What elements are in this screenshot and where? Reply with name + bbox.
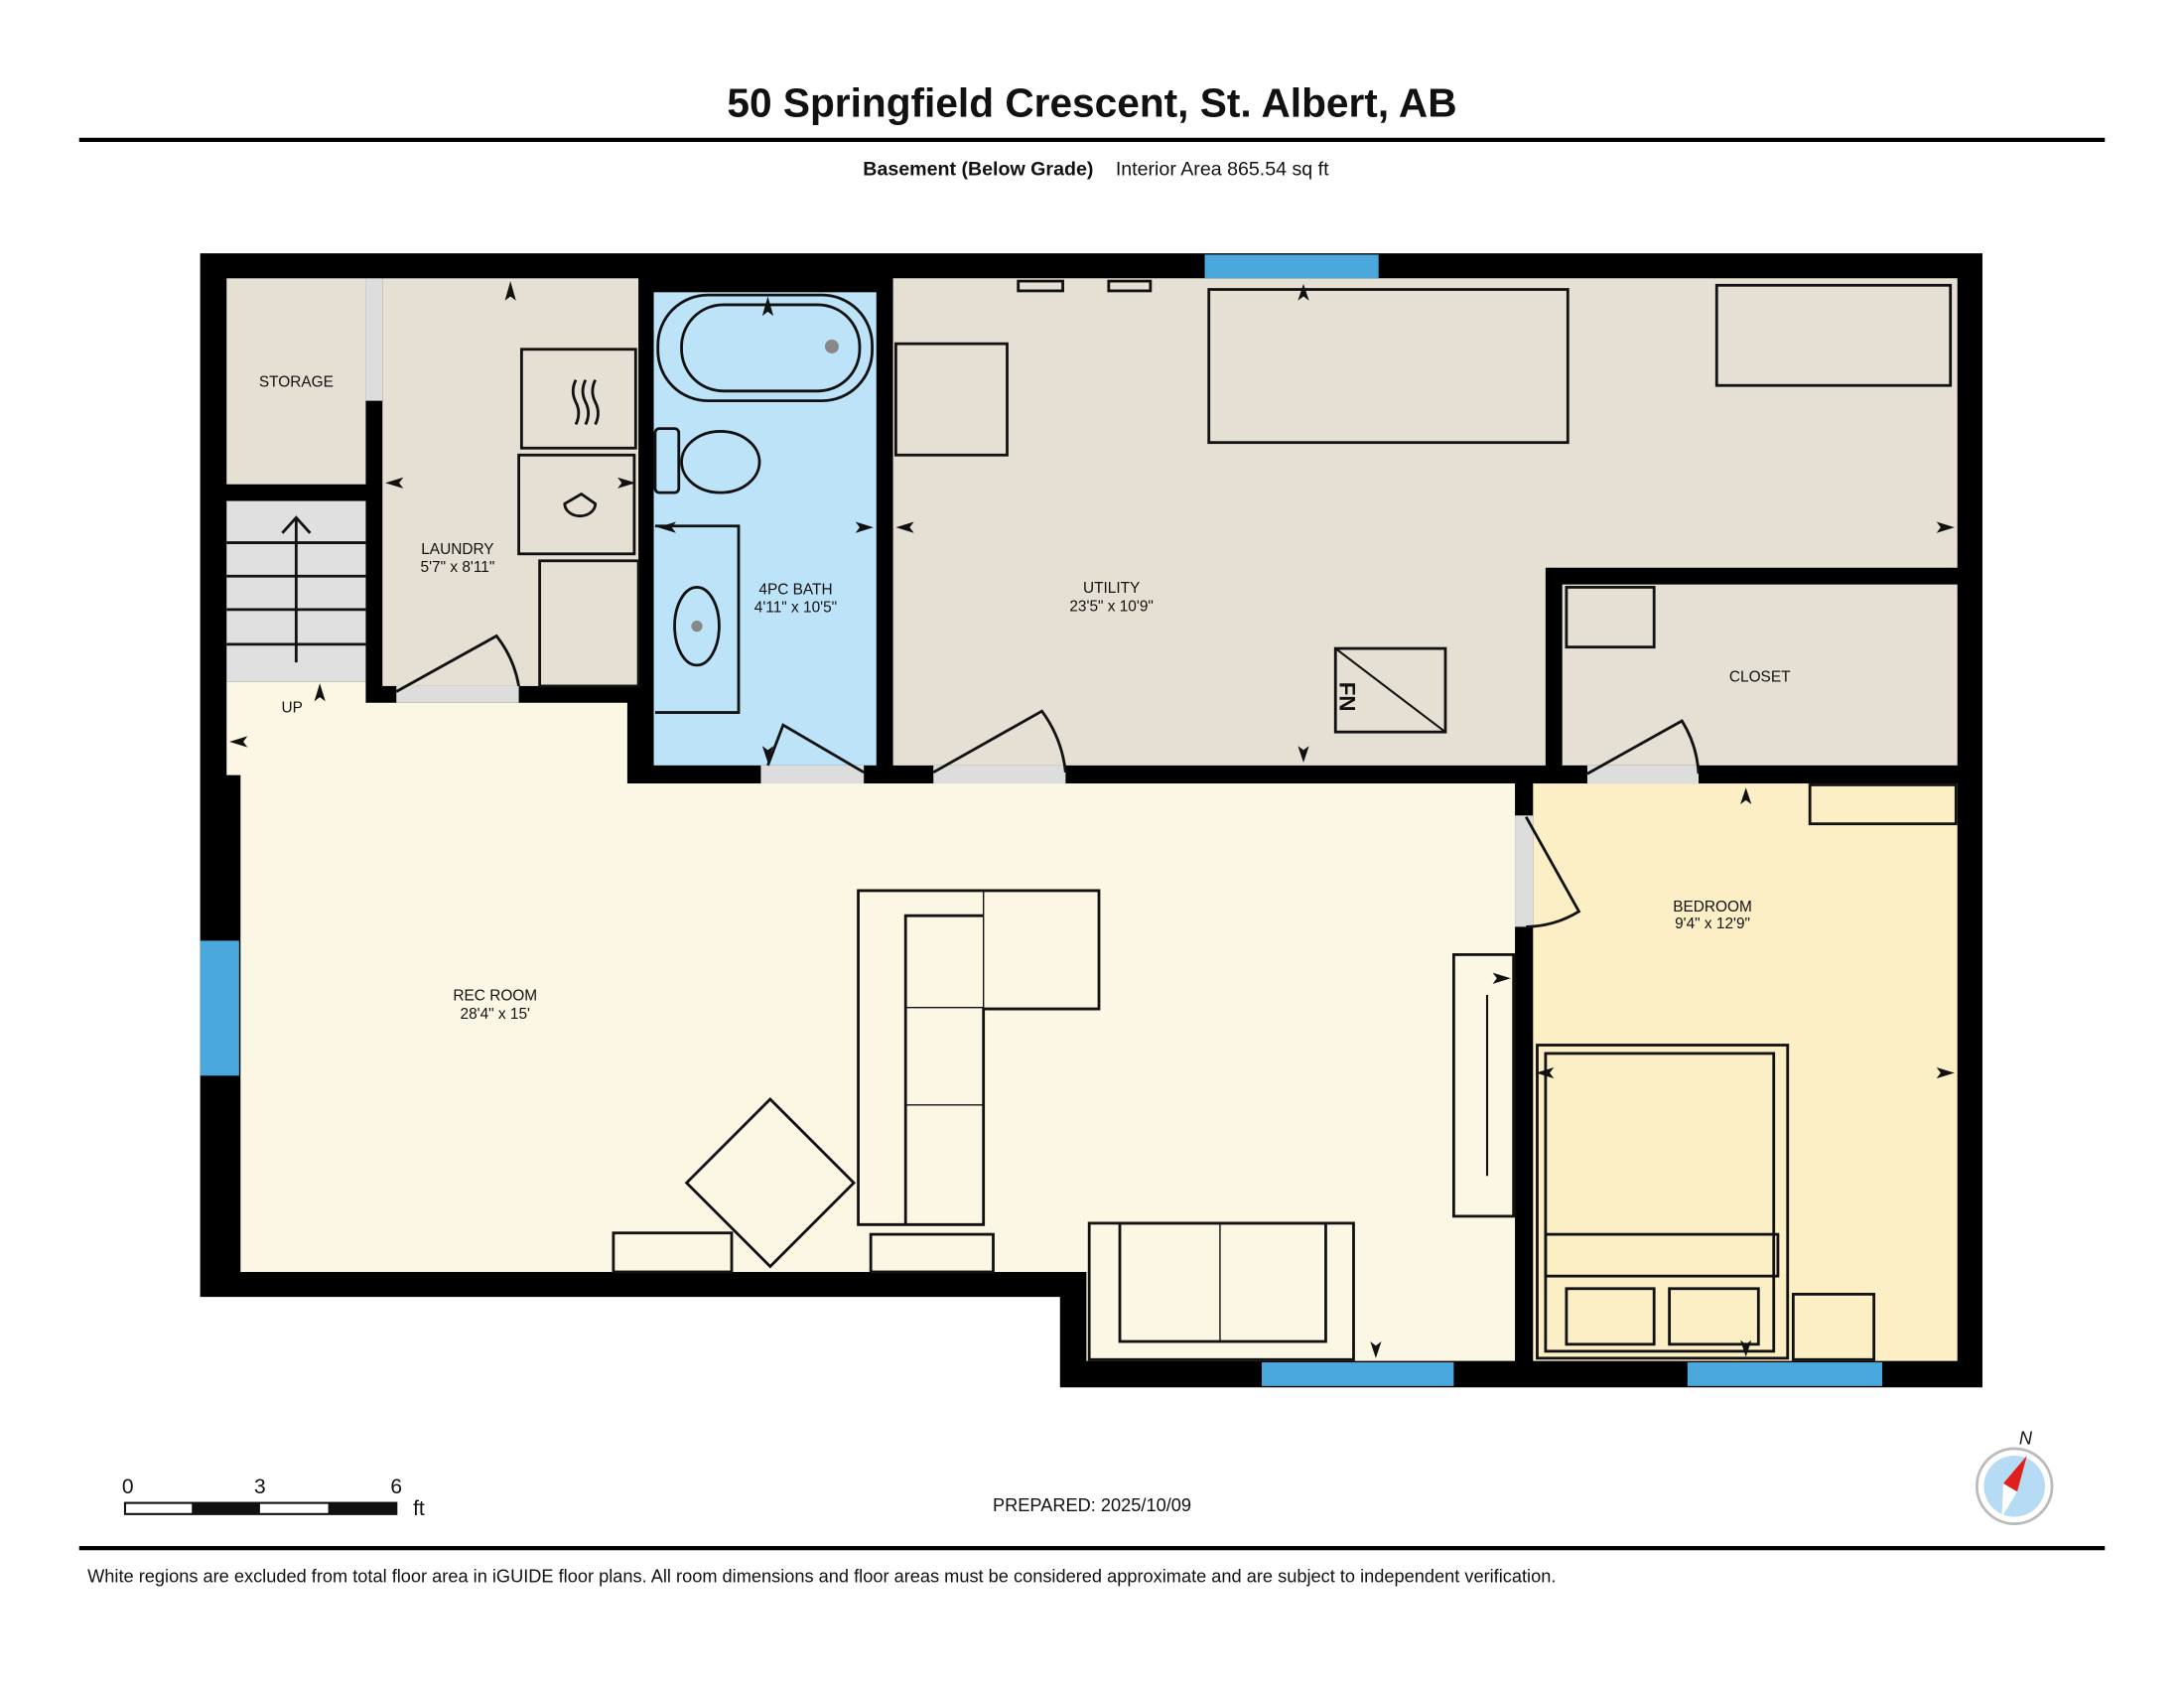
prepared-date: PREPARED: 2025/10/09 — [993, 1495, 1191, 1515]
utility-door-gap — [933, 765, 1066, 784]
room-closet — [1562, 584, 1958, 766]
room-label-closet: CLOSET — [1729, 669, 1791, 686]
stairs-up-label: UP — [281, 700, 302, 717]
dimension-arrows — [229, 281, 1955, 1358]
room-bedroom — [1533, 783, 1958, 1361]
level-label: Basement (Below Grade) — [863, 159, 1093, 181]
compass-icon: N — [1975, 1429, 2054, 1526]
compass-north-label: N — [2019, 1429, 2033, 1449]
sofa — [1087, 1221, 1355, 1361]
laundry-door-gap — [396, 685, 519, 703]
nightstand — [1791, 1292, 1876, 1361]
furnace: FN — [1333, 646, 1447, 734]
room-dims-rec: 28'4" x 15' — [461, 1006, 531, 1023]
room-label-bedroom: BEDROOM — [1673, 899, 1752, 915]
scale-tick-0: 0 — [122, 1476, 134, 1498]
bath-door-gap — [760, 765, 865, 784]
windows — [200, 254, 1883, 1386]
furnace-label: FN — [1334, 682, 1359, 712]
toilet — [653, 427, 761, 494]
room-dims-bedroom: 9'4" x 12'9" — [1675, 915, 1750, 932]
bathtub — [656, 293, 874, 403]
header-divider — [78, 137, 2106, 142]
side-table-2 — [869, 1232, 995, 1274]
room-laundry — [382, 278, 639, 686]
closet-door-gap — [1586, 765, 1700, 784]
room-4pc-bath — [653, 292, 877, 766]
scale-tick-3: 3 — [254, 1476, 266, 1498]
utility-shelf-1 — [1207, 288, 1570, 445]
room-label-utility: UTILITY — [1083, 580, 1140, 597]
armchair — [684, 1097, 857, 1269]
bedroom-door-gap — [1515, 815, 1534, 927]
dryer — [519, 348, 637, 450]
room-rec-room — [226, 681, 1516, 1361]
sectional-sofa — [857, 889, 1101, 1226]
room-dims-laundry: 5'7" x 8'11" — [421, 559, 495, 576]
stairs — [226, 500, 366, 682]
scale-unit: ft — [413, 1497, 425, 1520]
scale-tick-6: 6 — [390, 1476, 402, 1498]
page-title: 50 Springfield Crescent, St. Albert, AB — [727, 80, 1456, 126]
tv-console — [1451, 953, 1516, 1218]
utility-vent-2 — [1107, 279, 1153, 293]
utility-appliance — [893, 342, 1009, 457]
vanity-sink — [654, 524, 741, 714]
room-label-storage: STORAGE — [259, 374, 334, 391]
interior-area: Interior Area 865.54 sq ft — [1116, 159, 1329, 181]
room-storage — [226, 278, 366, 485]
utility-shelf-2 — [1714, 283, 1953, 387]
room-label-rec: REC ROOM — [453, 988, 537, 1005]
room-dims-utility: 23'5" x 10'9" — [1069, 598, 1153, 615]
bedroom-dresser — [1808, 783, 1958, 826]
closet-shelf — [1565, 586, 1656, 649]
room-label-bath: 4PC BATH — [758, 581, 832, 598]
laundry-cabinet — [538, 559, 640, 688]
room-dims-bath: 4'11" x 10'5" — [754, 600, 837, 617]
footer-divider — [78, 1546, 2106, 1551]
room-label-laundry: LAUNDRY — [421, 541, 493, 558]
storage-doorway — [365, 278, 383, 401]
bed — [1536, 1044, 1790, 1360]
washer — [517, 453, 636, 556]
utility-vent-1 — [1017, 279, 1064, 293]
side-table-1 — [612, 1231, 734, 1274]
room-utility — [892, 278, 1958, 766]
door-swings — [395, 633, 1701, 928]
footer-disclaimer: White regions are excluded from total fl… — [87, 1566, 1556, 1586]
scale-bar — [123, 1501, 398, 1515]
